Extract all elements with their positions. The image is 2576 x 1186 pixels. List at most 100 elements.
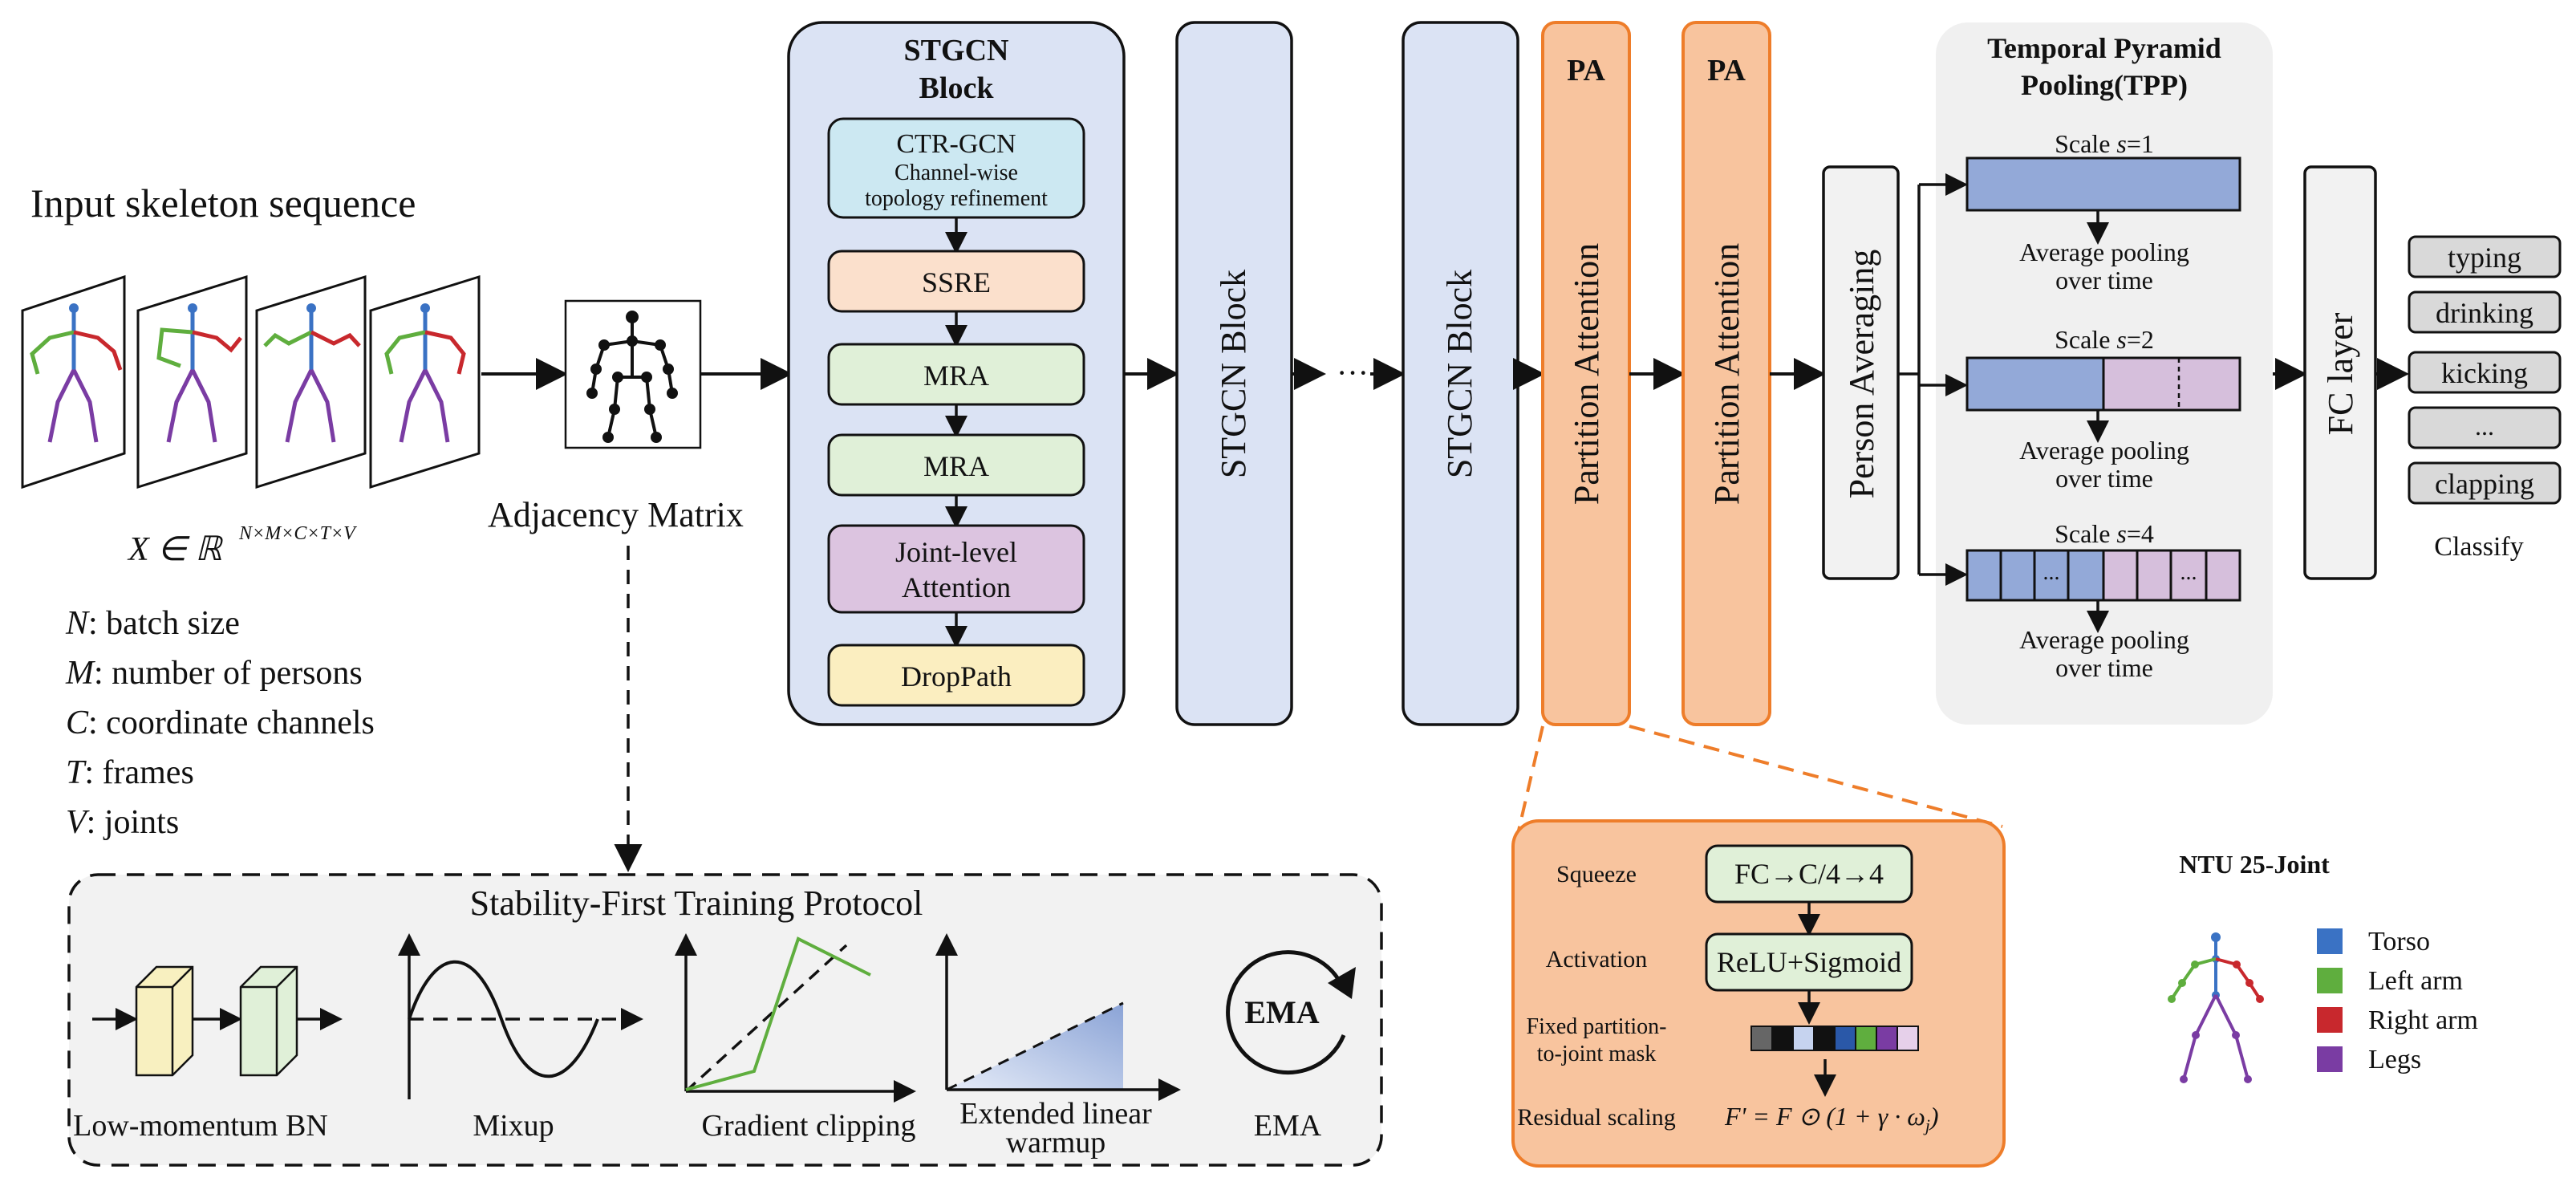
svg-text:...: ... xyxy=(2180,560,2197,585)
svg-text:Low-momentum BN: Low-momentum BN xyxy=(73,1109,328,1143)
svg-text:over time: over time xyxy=(2055,266,2153,294)
svg-text:Extended linear: Extended linear xyxy=(959,1097,1152,1131)
svg-text:over time: over time xyxy=(2055,653,2153,682)
input-formula: X ∈ ℝ N×M×C×T×V xyxy=(127,523,357,568)
svg-text:Average pooling: Average pooling xyxy=(2019,625,2189,654)
skeleton-frame xyxy=(136,274,248,489)
ntu-legend: Torso Left arm Right arm Legs xyxy=(2317,927,2478,1074)
module-joint-attention: Joint-level Attention xyxy=(827,524,1085,614)
svg-text:X ∈ ℝ: X ∈ ℝ xyxy=(127,531,223,568)
svg-text:STGCN: STGCN xyxy=(904,34,1009,67)
adjacency-label: Adjacency Matrix xyxy=(488,495,744,534)
pa-block-1: PA Partition Attention xyxy=(1541,21,1631,726)
svg-text:Fixed partition-: Fixed partition- xyxy=(1527,1014,1667,1039)
input-legend: N: batch size M: number of persons C: co… xyxy=(65,605,375,841)
svg-text:Residual scaling: Residual scaling xyxy=(1517,1104,1675,1131)
svg-text:kicking: kicking xyxy=(2441,357,2528,389)
svg-text:T: frames: T: frames xyxy=(66,754,194,791)
svg-text:STGCN Block: STGCN Block xyxy=(1440,270,1479,478)
svg-text:MRA: MRA xyxy=(923,359,989,392)
svg-text:STGCN Block: STGCN Block xyxy=(1214,270,1253,478)
svg-text:Legs: Legs xyxy=(2368,1045,2421,1074)
svg-text:Left arm: Left arm xyxy=(2368,966,2463,996)
svg-text:Torso: Torso xyxy=(2368,927,2430,957)
svg-text:Average pooling: Average pooling xyxy=(2019,238,2189,266)
input-title: Input skeleton sequence xyxy=(30,181,416,225)
svg-text:C: coordinate channels: C: coordinate channels xyxy=(66,705,375,741)
svg-text:FC layer: FC layer xyxy=(2321,312,2360,435)
svg-text:...: ... xyxy=(2043,560,2060,585)
ellipsis: ··· xyxy=(1337,355,1369,391)
svg-text:V: joints: V: joints xyxy=(66,804,179,841)
svg-text:Block: Block xyxy=(919,71,995,105)
svg-text:Channel-wise: Channel-wise xyxy=(895,160,1018,185)
skeleton-frame xyxy=(369,274,481,489)
tpp-branch xyxy=(1898,185,1921,575)
module-ctr-gcn: CTR-GCN Channel-wise topology refinement xyxy=(827,117,1085,219)
svg-text:CTR-GCN: CTR-GCN xyxy=(896,129,1016,159)
svg-text:Person Averaging: Person Averaging xyxy=(1842,250,1881,499)
scale-1-label: Scale s=1 xyxy=(2055,129,2154,158)
svg-text:Joint-level: Joint-level xyxy=(895,536,1017,568)
stgcn-block-detail: STGCN Block CTR-GCN Channel-wise topolog… xyxy=(787,21,1126,726)
svg-text:Mixup: Mixup xyxy=(473,1109,554,1143)
stgcn-block-3: STGCN Block xyxy=(1402,21,1519,726)
tpp-panel: Temporal Pyramid Pooling(TPP) Scale s=1 … xyxy=(1898,22,2273,725)
residual-formula: F' = F ⊙ (1 + γ · ωj) xyxy=(1724,1102,1939,1135)
scale-2-bar xyxy=(1965,356,2241,412)
module-droppath: DropPath xyxy=(827,644,1085,707)
pa-detail-panel: Squeeze FC→C/4→4 Activation ReLU+Sigmoid… xyxy=(1511,819,2006,1168)
warmup-icon xyxy=(935,933,1181,1101)
svg-text:EMA: EMA xyxy=(1254,1109,1322,1143)
adjacency-skeleton-box xyxy=(564,299,702,449)
gradient-clipping-icon xyxy=(675,933,916,1103)
pa-block-2: PA Partition Attention xyxy=(1681,21,1771,726)
svg-text:Partition Attention: Partition Attention xyxy=(1707,243,1746,505)
svg-text:FC→C/4→4: FC→C/4→4 xyxy=(1734,858,1884,890)
pa-zoom-lines xyxy=(1517,725,2003,831)
svg-text:over time: over time xyxy=(2055,464,2153,493)
svg-text:N×M×C×T×V: N×M×C×T×V xyxy=(238,523,357,544)
module-mra-2: MRA xyxy=(827,433,1085,497)
svg-text:MRA: MRA xyxy=(923,450,989,482)
scale-4-label: Scale s=4 xyxy=(2055,519,2154,548)
scale-4-bar: ... ... xyxy=(1965,549,2241,602)
svg-text:...: ... xyxy=(2475,412,2494,441)
module-ssre: SSRE xyxy=(827,250,1085,313)
svg-text:Pooling(TPP): Pooling(TPP) xyxy=(2021,69,2188,101)
bn-icon xyxy=(92,965,343,1077)
svg-text:Right arm: Right arm xyxy=(2368,1005,2478,1035)
svg-text:Temporal Pyramid: Temporal Pyramid xyxy=(1987,32,2221,64)
fc-layer: FC layer xyxy=(2303,165,2377,580)
svg-text:Attention: Attention xyxy=(902,571,1011,603)
svg-text:Partition Attention: Partition Attention xyxy=(1567,243,1606,505)
ema-icon: EMA xyxy=(1226,950,1356,1075)
stgcn-block-2: STGCN Block xyxy=(1175,21,1293,726)
module-mra-1: MRA xyxy=(827,343,1085,406)
svg-text:PA: PA xyxy=(1707,54,1746,87)
svg-text:Average pooling: Average pooling xyxy=(2019,436,2189,465)
svg-text:N: batch size: N: batch size xyxy=(65,605,240,642)
svg-text:Stability-First Training Proto: Stability-First Training Protocol xyxy=(470,883,923,923)
svg-text:to-joint mask: to-joint mask xyxy=(1537,1042,1657,1066)
svg-text:drinking: drinking xyxy=(2436,297,2533,329)
partition-mask xyxy=(1750,1026,1919,1051)
mixup-icon xyxy=(398,933,643,1099)
svg-text:PA: PA xyxy=(1567,54,1605,87)
svg-text:clapping: clapping xyxy=(2435,468,2534,500)
classify-list: typing drinking kicking ... clapping xyxy=(2408,235,2562,505)
ntu-skeleton xyxy=(2168,932,2264,1083)
skeleton-frames xyxy=(21,274,481,489)
scale-2-label: Scale s=2 xyxy=(2055,325,2154,354)
training-protocol-panel: Stability-First Training Protocol Low-mo… xyxy=(67,873,1383,1167)
svg-text:DropPath: DropPath xyxy=(901,660,1012,693)
person-averaging: Person Averaging xyxy=(1822,165,1900,580)
ntu-title: NTU 25-Joint xyxy=(2179,850,2330,879)
svg-text:M: number of persons: M: number of persons xyxy=(65,655,363,692)
svg-text:Activation: Activation xyxy=(1546,946,1648,973)
svg-text:topology refinement: topology refinement xyxy=(865,186,1048,211)
svg-text:typing: typing xyxy=(2448,242,2521,274)
svg-text:EMA: EMA xyxy=(1244,994,1319,1030)
skeleton-frame xyxy=(255,274,367,489)
